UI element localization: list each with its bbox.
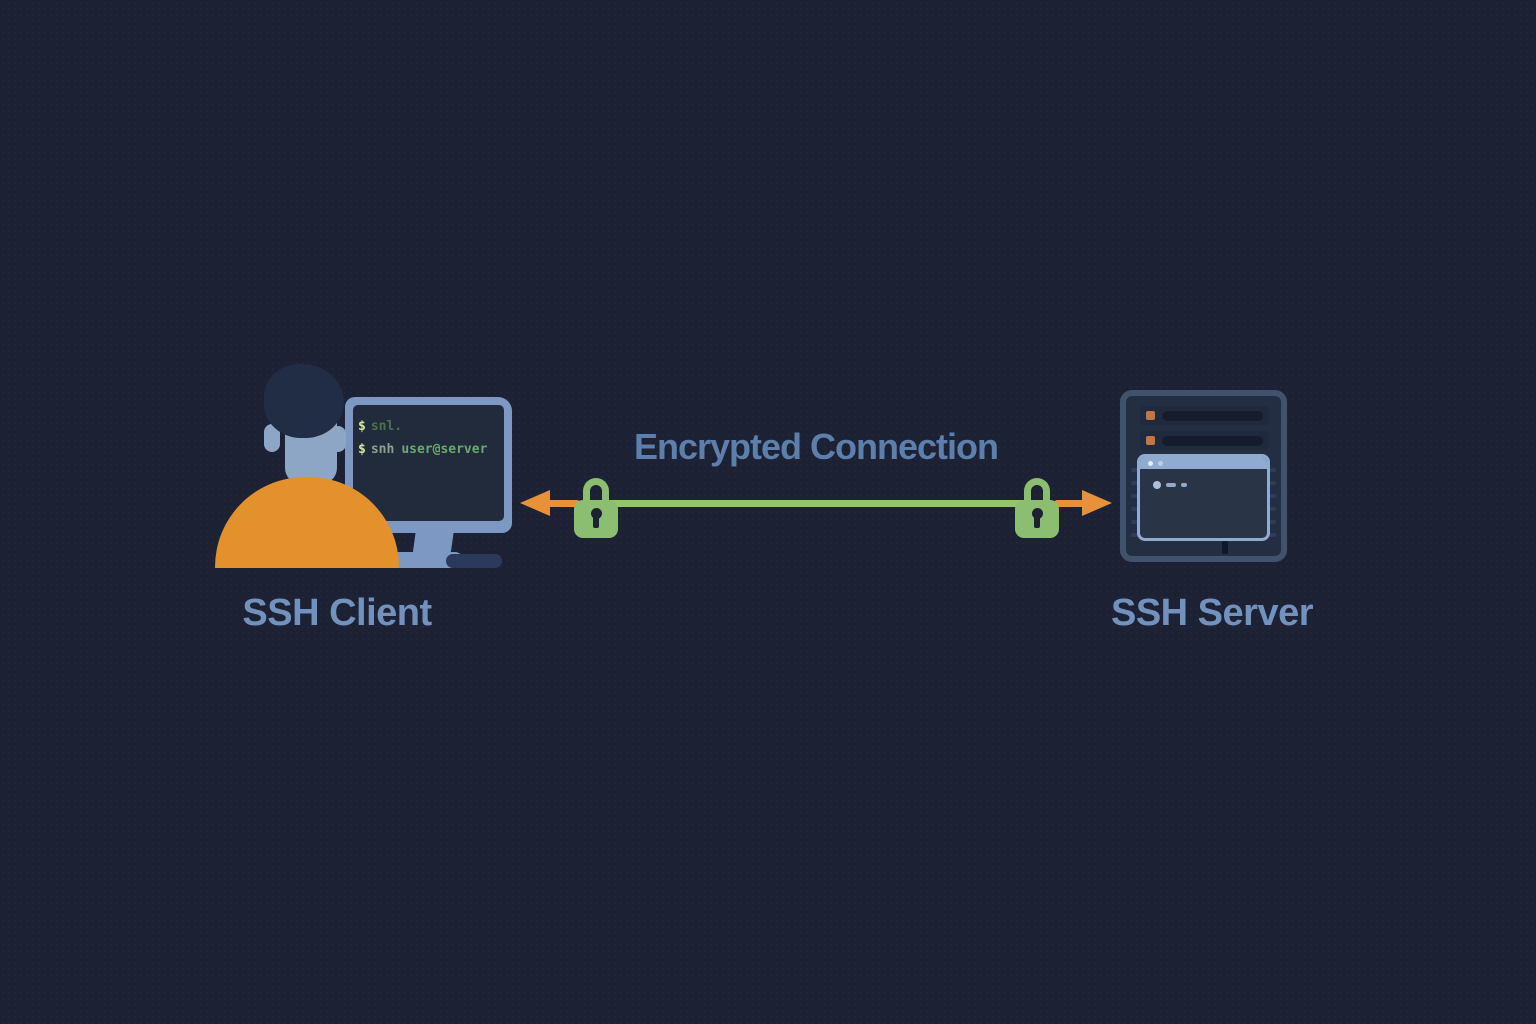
rack-slot [1162,435,1263,446]
rack-slot [1162,410,1263,421]
keyhole-icon [590,508,602,519]
terminal-command: snh [370,442,395,457]
keyhole-icon [1031,508,1043,519]
window-dot-icon [1148,460,1153,466]
padlock-shackle [583,478,609,504]
client-terminal-screen: $ snl. $ snh user@server [353,405,504,521]
server-label: SSH Server [1110,592,1314,634]
connection-label: Encrypted Connection [633,426,999,467]
arrow-right-shaft [1054,500,1084,507]
prompt-dash-icon [1181,483,1187,487]
encrypted-connection-line [590,500,1042,507]
cursor-dot-icon [1153,481,1161,489]
window-dot-icon [1158,460,1163,466]
client-label: SSH Client [242,592,432,634]
rack-led-icon [1146,436,1155,445]
terminal-line-1: $ snl. [358,419,402,434]
person-head [264,364,344,438]
rack-led-icon [1146,411,1155,420]
rack-unit [1140,431,1269,450]
client-monitor: $ snl. $ snh user@server [345,397,512,533]
terminal-command: snl. [370,419,403,434]
prompt-dash-icon [1166,483,1176,487]
terminal-line-2: $ snh user@server [358,442,487,457]
padlock-body [574,500,618,538]
monitor-base-shadow [446,554,502,568]
padlock-shackle [1024,478,1050,504]
arrow-left-shaft [546,500,580,507]
server-cable [1222,541,1228,554]
keyhole-stem [1034,516,1040,528]
rack-unit [1140,406,1269,425]
terminal-prompt: $ [358,442,366,457]
server-terminal-prompt [1153,481,1187,489]
terminal-argument: user@server [401,442,488,457]
terminal-titlebar [1140,457,1267,469]
arrow-right-icon [1082,490,1112,516]
monitor-base [391,552,463,568]
padlock-icon-left [574,478,618,538]
terminal-prompt: $ [358,419,366,434]
padlock-icon-right [1015,478,1059,538]
padlock-body [1015,500,1059,538]
server-terminal-window [1137,454,1270,541]
arrow-left-icon [520,490,550,516]
person-ear-left [264,424,280,452]
keyhole-stem [593,516,599,528]
